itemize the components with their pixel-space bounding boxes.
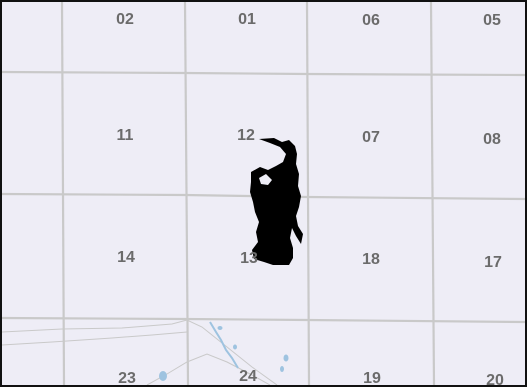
section-label-14: 14	[117, 249, 135, 266]
pond	[283, 354, 289, 362]
pond	[159, 371, 167, 381]
parcel-shape[interactable]	[250, 138, 303, 265]
section-label-23: 23	[118, 370, 136, 385]
highlighted-parcel[interactable]	[250, 138, 303, 265]
section-label-24: 24	[239, 368, 257, 385]
section-label-08: 08	[483, 131, 501, 148]
section-label-18: 18	[362, 251, 380, 268]
parcel-notch	[259, 174, 272, 185]
water-features	[159, 321, 289, 381]
road-line	[2, 331, 188, 346]
grid-line-horizontal	[2, 316, 525, 324]
section-label-12: 12	[237, 127, 255, 144]
pond	[217, 326, 223, 330]
section-label-02: 02	[116, 11, 134, 28]
road-lines	[2, 319, 278, 385]
section-label-05: 05	[483, 12, 501, 29]
stream	[209, 321, 239, 369]
section-label-20: 20	[486, 372, 504, 385]
road-line	[146, 353, 271, 385]
pond	[233, 344, 237, 350]
grid-line-horizontal	[2, 70, 525, 77]
section-label-19: 19	[363, 370, 381, 385]
grid-line-vertical	[305, 2, 311, 385]
section-labels: 02 01 06 05 11 12 07 08 14 13 18 17 23 24 19 20	[116, 11, 504, 385]
grid-line-horizontal	[2, 192, 525, 201]
section-label-13: 13	[240, 250, 258, 267]
grid-line-vertical	[183, 2, 190, 385]
road-line	[2, 319, 278, 385]
pond	[280, 366, 284, 372]
section-label-07: 07	[362, 129, 380, 146]
section-label-06: 06	[362, 12, 380, 29]
section-label-11: 11	[117, 127, 134, 144]
section-label-01: 01	[238, 11, 256, 28]
section-label-17: 17	[484, 254, 502, 271]
